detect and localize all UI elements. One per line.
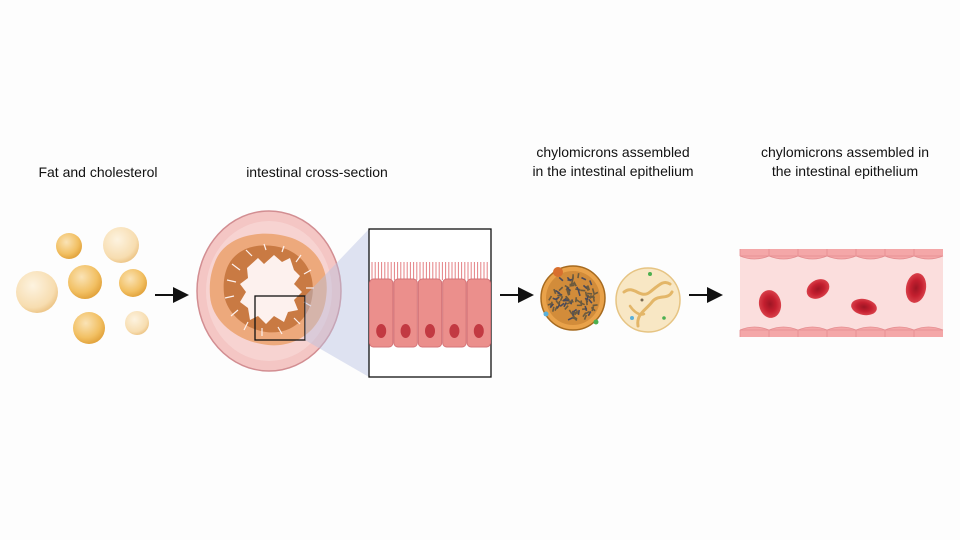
cell-nucleus [473, 324, 484, 338]
fat-droplets [16, 227, 149, 344]
fat-droplet [73, 312, 105, 344]
microvilli [371, 262, 488, 280]
protein-marker [593, 319, 599, 325]
chylomicron-light [615, 267, 681, 333]
blood-vessel [739, 249, 944, 337]
cell-nucleus [425, 324, 435, 338]
epithelial-cell [417, 278, 443, 348]
vessel-wall-top [739, 249, 944, 260]
red-blood-cell [758, 290, 782, 318]
red-blood-cell [806, 279, 830, 299]
villi [224, 243, 314, 336]
vessel-label-line1: chylomicrons assembled in [760, 144, 930, 160]
endothelial-cell [913, 326, 944, 331]
red-blood-cell [851, 298, 877, 316]
vessel-wall-bottom [739, 326, 944, 337]
intestine-cross-section [196, 210, 342, 372]
chylomicron-label: chylomicrons assembled in the intestinal… [508, 143, 718, 181]
intestine-label: intestinal cross-section [246, 164, 388, 180]
vessel-label-line2: the intestinal epithelium [771, 163, 919, 179]
fat-droplet [16, 271, 58, 313]
protein-marker [543, 311, 549, 317]
cell-nucleus [376, 324, 387, 338]
zoom-projection [305, 229, 369, 377]
fat-droplet [125, 311, 149, 335]
fat-droplet [119, 269, 147, 297]
fat-droplet [56, 233, 82, 259]
zoom-box [254, 295, 306, 341]
epithelial-cell [393, 278, 418, 348]
red-blood-cell [905, 273, 927, 303]
epithelial-cell [466, 278, 492, 348]
fat-droplet [68, 265, 102, 299]
cell-nucleus [400, 324, 411, 338]
epithelial-cell [442, 278, 467, 348]
chylomicron-label-line2: in the intestinal epithelium [532, 163, 694, 179]
fat-droplet [103, 227, 139, 263]
apoprotein [553, 267, 563, 277]
chylomicron-dense [540, 265, 606, 331]
chylomicron-label-line1: chylomicrons assembled [536, 144, 690, 160]
epithelium-panel [368, 228, 492, 378]
cell-nucleus [449, 324, 460, 338]
epithelial-cell [369, 278, 394, 348]
epithelial-cells [369, 278, 492, 348]
endothelial-cell [913, 255, 944, 260]
lipoprotein-texture [547, 273, 599, 322]
vessel-label: chylomicrons assembled in the intestinal… [740, 143, 950, 181]
fat-label: Fat and cholesterol [38, 164, 158, 180]
